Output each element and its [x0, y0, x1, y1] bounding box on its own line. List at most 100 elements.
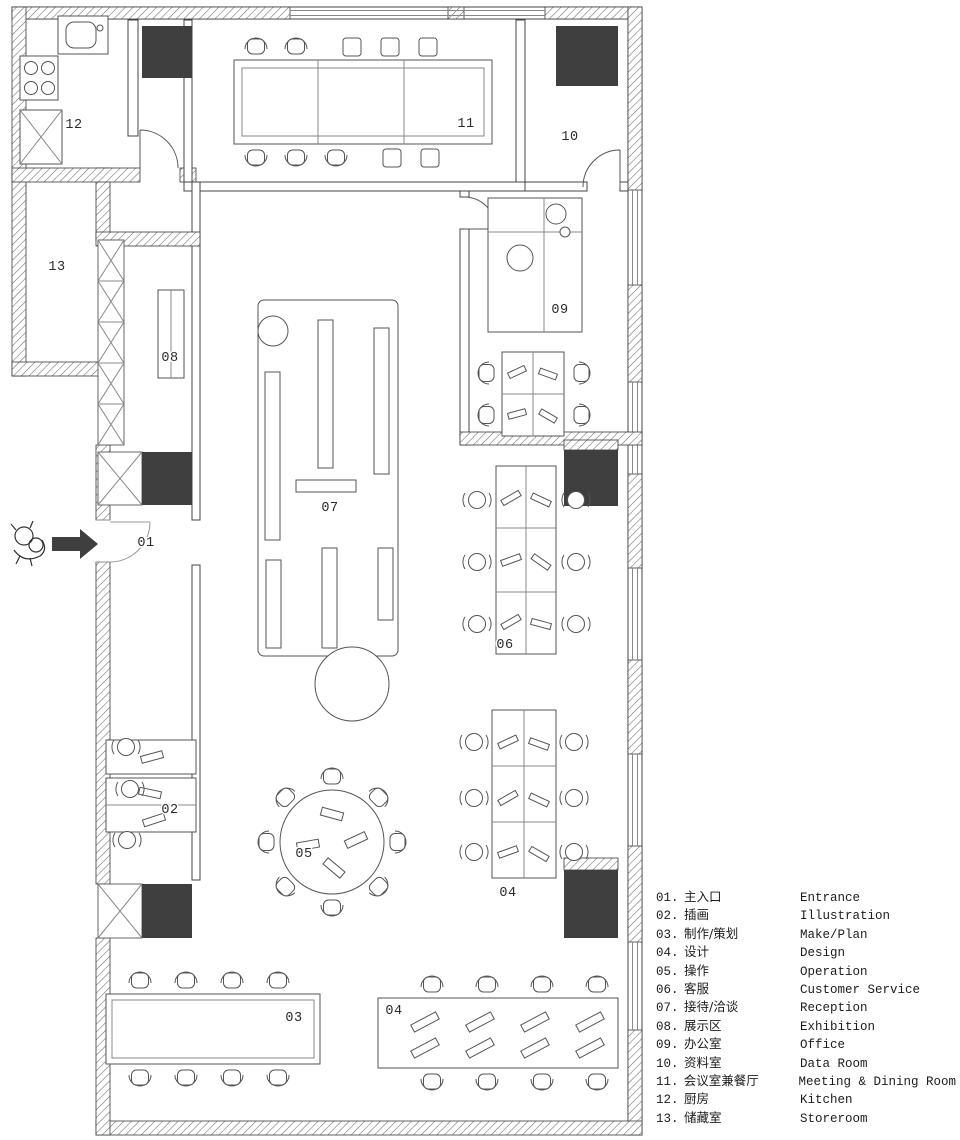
- drawing-board: [575, 1037, 605, 1059]
- drawing-board: [410, 1037, 440, 1059]
- chair: [284, 37, 308, 55]
- legend-number: 05.: [656, 964, 679, 979]
- burner: [41, 81, 55, 95]
- right-wall-hatch: [627, 1029, 643, 1136]
- legend-row: 02. 插画 Illustration: [656, 906, 956, 924]
- storeroom-bottom-wall: [11, 361, 111, 377]
- shaft-x: [97, 883, 143, 939]
- room-08-exhibition: [157, 289, 185, 379]
- legend-label-en: Storeroom: [800, 1111, 868, 1126]
- monitor: [530, 492, 552, 508]
- reception-counter: [373, 327, 390, 475]
- reception-counter: [317, 319, 334, 469]
- chair: [320, 899, 344, 917]
- swivel-chair: [462, 553, 492, 571]
- drawing-board: [465, 1011, 495, 1033]
- table-seams: [317, 60, 405, 144]
- legend-number: 13.: [656, 1111, 679, 1126]
- chair: [585, 975, 609, 993]
- legend-label-en: Operation: [800, 964, 868, 979]
- swivel-chair: [459, 733, 489, 751]
- left-wall-seg: [95, 561, 111, 885]
- column-block: [142, 26, 192, 78]
- design-desk-dividers: [492, 710, 556, 878]
- legend-row: 07. 接待/洽谈 Reception: [656, 998, 956, 1016]
- bottom-wall: [95, 1120, 643, 1136]
- legend-row: 09. 办公室 Office: [656, 1035, 956, 1053]
- legend-number: 10.: [656, 1056, 679, 1071]
- room-label-01: 01: [137, 536, 154, 551]
- monitor: [506, 364, 528, 380]
- monitor: [496, 845, 520, 859]
- table-item: [322, 857, 346, 879]
- entrance-door-swing: [109, 521, 151, 563]
- chair: [174, 971, 198, 989]
- chair: [389, 830, 407, 854]
- room-06-customer-service: [462, 465, 591, 655]
- office-chair: [506, 244, 534, 272]
- room-label-06: 06: [496, 638, 513, 653]
- legend-row: 05. 操作 Operation: [656, 962, 956, 980]
- legend-label-cn: 接待/洽谈: [684, 999, 739, 1015]
- cs-desk-dividers: [496, 466, 556, 654]
- legend-label-en: Customer Service: [800, 982, 921, 997]
- legend-label-en: Illustration: [800, 909, 891, 924]
- legend-number: 06.: [656, 982, 679, 997]
- chair: [324, 149, 348, 167]
- chair: [284, 149, 308, 167]
- swivel-chair: [462, 615, 492, 633]
- chair: [477, 403, 495, 427]
- room-04-design-bottom: [377, 975, 619, 1091]
- drawing-board: [575, 1011, 605, 1033]
- legend-label-cn: 主入口: [684, 889, 722, 904]
- room-04-design-mid: [459, 709, 589, 879]
- table-item: [319, 806, 345, 822]
- exterior-walls: [11, 6, 643, 1136]
- room10-bottom-wall: [619, 181, 629, 192]
- monitor: [529, 617, 553, 631]
- kitchen-right-wall: [127, 19, 139, 137]
- shaft-x: [97, 451, 143, 506]
- chair: [475, 975, 499, 993]
- room-label-11: 11: [457, 117, 474, 132]
- reception-stool: [257, 315, 289, 347]
- monitor: [538, 408, 558, 424]
- room-05-operation: [257, 767, 407, 917]
- legend-label-cn: 操作: [684, 962, 710, 978]
- chair: [530, 1073, 554, 1091]
- room-07-reception: [257, 299, 399, 722]
- reception-counter: [377, 547, 394, 621]
- chair: [220, 1069, 244, 1087]
- legend-number: 07.: [656, 1001, 679, 1016]
- interior-walls: [11, 19, 643, 881]
- column-block: [142, 884, 192, 938]
- entrance-opening-ticks: [96, 519, 110, 563]
- room-label-09: 09: [551, 303, 568, 318]
- monitor: [500, 489, 522, 507]
- room-09-office: [477, 197, 591, 437]
- chair: [573, 361, 591, 385]
- monitor: [527, 737, 551, 751]
- drawing-board: [410, 1011, 440, 1033]
- room-01-entrance: [10, 520, 98, 567]
- monitor: [500, 613, 522, 631]
- legend-label-cn: 设计: [684, 944, 710, 960]
- column-block: [564, 870, 618, 938]
- room11-room10-wall: [515, 19, 526, 183]
- legend-label-cn: 储藏室: [684, 1109, 722, 1125]
- legend-label-en: Exhibition: [800, 1019, 876, 1034]
- monitor: [499, 553, 523, 567]
- right-wall-hatch: [627, 845, 643, 943]
- round-table: [279, 789, 385, 895]
- legend-label-cn: 制作/策划: [684, 925, 739, 941]
- room-labels: 01 02 03 04 04 05 06 07 08 09 10 11 12 1…: [47, 116, 580, 1028]
- chair: [585, 1073, 609, 1091]
- legend-row: 13. 储藏室 Storeroom: [656, 1109, 956, 1127]
- top-wall-hatch: [544, 6, 643, 20]
- room-02-illustration: [105, 738, 197, 849]
- legend-number: 04.: [656, 946, 679, 961]
- sink-basin: [65, 21, 97, 49]
- room-11-meeting-dining: [233, 37, 493, 168]
- stool: [342, 37, 362, 57]
